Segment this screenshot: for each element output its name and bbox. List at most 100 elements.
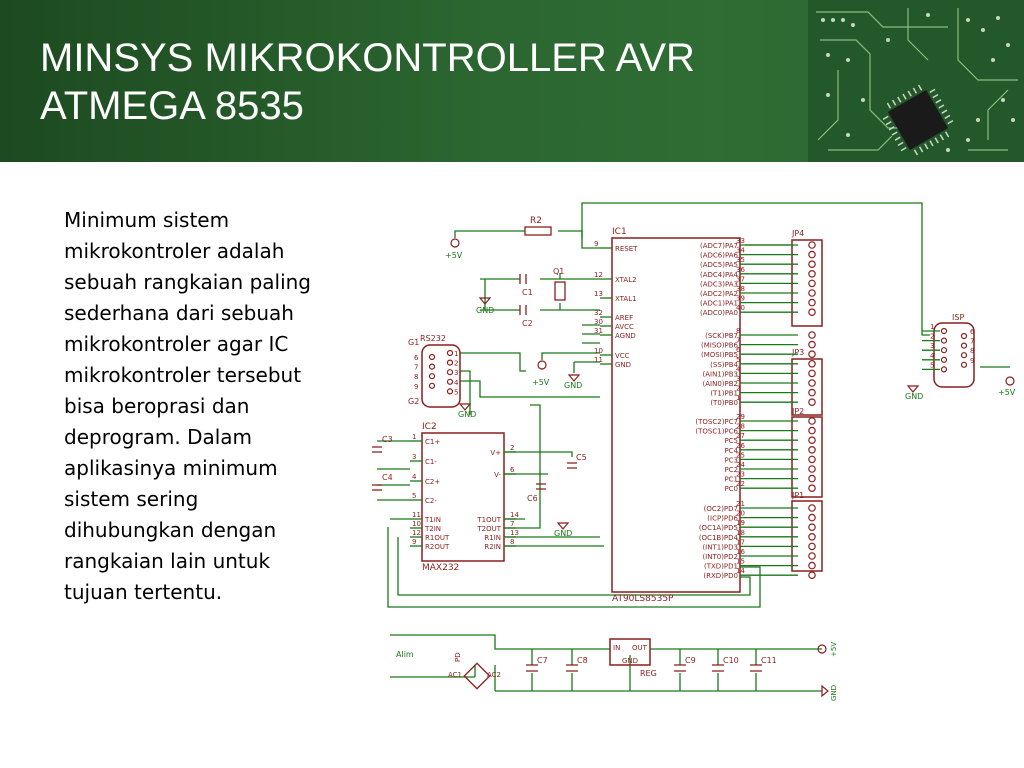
svg-text:PD: PD — [454, 652, 462, 662]
rs232-pin-number: 7 — [414, 364, 418, 372]
header-pin — [808, 474, 816, 483]
slide-title: MINSYS MIKROKONTROLLER AVR ATMEGA 8535 — [40, 34, 695, 130]
svg-text:+5V: +5V — [830, 642, 838, 657]
header-pin — [808, 436, 816, 445]
ic2-pin-number: 4 — [412, 473, 417, 481]
header-pin — [808, 523, 816, 532]
svg-text:GND: GND — [564, 381, 582, 390]
header-pin — [808, 331, 816, 339]
ic1-port-number: 37 — [736, 275, 745, 283]
schematic-svg: IC1 AT90LS8535P IC2 MAX232 R2 Q1 C1 C2 +… — [372, 202, 1016, 701]
header-pin — [808, 270, 816, 278]
bridge-rectifier: PD AC1 AC2 — [448, 652, 501, 690]
header-pin — [808, 340, 816, 349]
rs232-pin — [446, 388, 454, 395]
ic1-pin-number: 12 — [594, 271, 603, 279]
schematic-diagram: IC1 AT90LS8535P IC2 MAX232 R2 Q1 C1 C2 +… — [350, 195, 1024, 715]
ic1-port-number: 28 — [736, 423, 745, 431]
ic1-pin-number: 13 — [594, 290, 603, 298]
label-c5: C5 — [576, 453, 587, 462]
ic1-port-label: (SCK)PB7 — [705, 332, 738, 340]
svg-text:REG: REG — [640, 669, 657, 678]
resistor-r2 — [524, 226, 552, 236]
ic1-port-number: 17 — [736, 538, 745, 546]
ic1-pin-label: XTAL1 — [615, 295, 637, 303]
svg-text:ISP: ISP — [952, 313, 964, 322]
header-pin — [808, 504, 816, 512]
header-pin — [808, 369, 816, 378]
ic1-port-label: (OC2)PD7 — [704, 505, 738, 513]
header-pin — [808, 552, 816, 560]
ic1-part: AT90LS8535P — [612, 594, 674, 604]
ic1-pin-number: 9 — [594, 240, 598, 248]
isp-pin — [960, 332, 968, 340]
ic2-pin-label: T2OUT — [476, 525, 501, 533]
header-pin — [808, 532, 816, 541]
ic1-pin-number: 31 — [594, 327, 603, 335]
ic1-port-label: PC2 — [724, 466, 738, 474]
ic1-port-label: (ADC4)PA4 — [700, 271, 739, 279]
header-pin — [808, 465, 816, 473]
slide-title-line-2: ATMEGA 8535 — [40, 84, 304, 128]
isp-pin-number: 9 — [970, 357, 974, 365]
header-pin — [808, 260, 816, 269]
ic1-port-number: 25 — [736, 451, 745, 459]
ic1-port-number: 39 — [736, 295, 745, 303]
header-jp4: JP4 — [791, 229, 823, 327]
capacitor-c3 — [372, 446, 382, 453]
isp-pin-number: 2 — [930, 333, 934, 341]
ic1-port-label: (SS)PB4 — [710, 361, 738, 369]
isp-pin — [960, 361, 968, 368]
header-pin — [808, 417, 816, 425]
ic1-port-number: 26 — [736, 442, 745, 450]
svg-text:GND: GND — [476, 306, 494, 315]
ic1-port-number: 18 — [736, 529, 745, 537]
svg-text:AC2: AC2 — [487, 671, 501, 679]
rs232-pin-number: 3 — [454, 369, 458, 377]
ic1-port-label: (AIN1)PB3 — [703, 370, 738, 378]
isp-pin — [940, 337, 948, 344]
svg-text:AC1: AC1 — [448, 671, 462, 679]
svg-text:GND: GND — [830, 685, 838, 701]
rs232-pin — [446, 378, 454, 385]
rs232-pin-number: 6 — [414, 354, 419, 362]
label-c4: C4 — [382, 473, 393, 482]
header-pin — [808, 561, 816, 570]
ic1-port-number: 35 — [736, 256, 745, 264]
ic1-name: IC1 — [612, 227, 627, 237]
isp-pin-number: 1 — [930, 323, 934, 331]
title-banner: MINSYS MIKROKONTROLLER AVR ATMEGA 8535 — [0, 0, 1024, 162]
ic1-pin-label: AREF — [615, 314, 633, 322]
voltage-regulator: IN OUT GND REG — [609, 638, 657, 678]
label-c3: C3 — [382, 435, 393, 444]
vcc-symbol-3: +5V — [980, 366, 1016, 397]
isp-pin — [960, 352, 968, 359]
isp-pin — [940, 327, 948, 335]
ic2-pin-number: 3 — [412, 453, 416, 461]
header-pin — [808, 571, 816, 580]
header-pin — [808, 446, 816, 454]
ic1-port-label: PC0 — [724, 485, 738, 493]
isp-pin-number: 3 — [930, 342, 934, 350]
header-pin — [808, 398, 816, 407]
capacitor-c4 — [372, 484, 382, 491]
rs232-pin-number: 2 — [454, 360, 458, 368]
ic1-port-number: 7 — [736, 337, 740, 345]
isp-pin — [940, 366, 948, 373]
ic2-pin-label: V+ — [490, 449, 501, 457]
header-pin — [808, 241, 816, 249]
svg-text:IN: IN — [613, 644, 620, 652]
ic1-pin-label: GND — [615, 361, 631, 369]
ic1-port-number: 38 — [736, 285, 745, 293]
isp-pin-number: 4 — [930, 352, 935, 360]
ic1-port-number: 6 — [736, 346, 741, 354]
rs232-pin — [428, 363, 436, 370]
label-g1: G1 — [408, 338, 419, 347]
ic2-pin-number: 7 — [510, 520, 514, 528]
label-r2: R2 — [530, 216, 542, 226]
vcc-symbol-2: +5V — [532, 360, 550, 387]
ic2-pin-number: 8 — [510, 538, 514, 546]
ic1-port-number: 19 — [736, 519, 745, 527]
ic2-pin-number: 1 — [412, 433, 416, 441]
